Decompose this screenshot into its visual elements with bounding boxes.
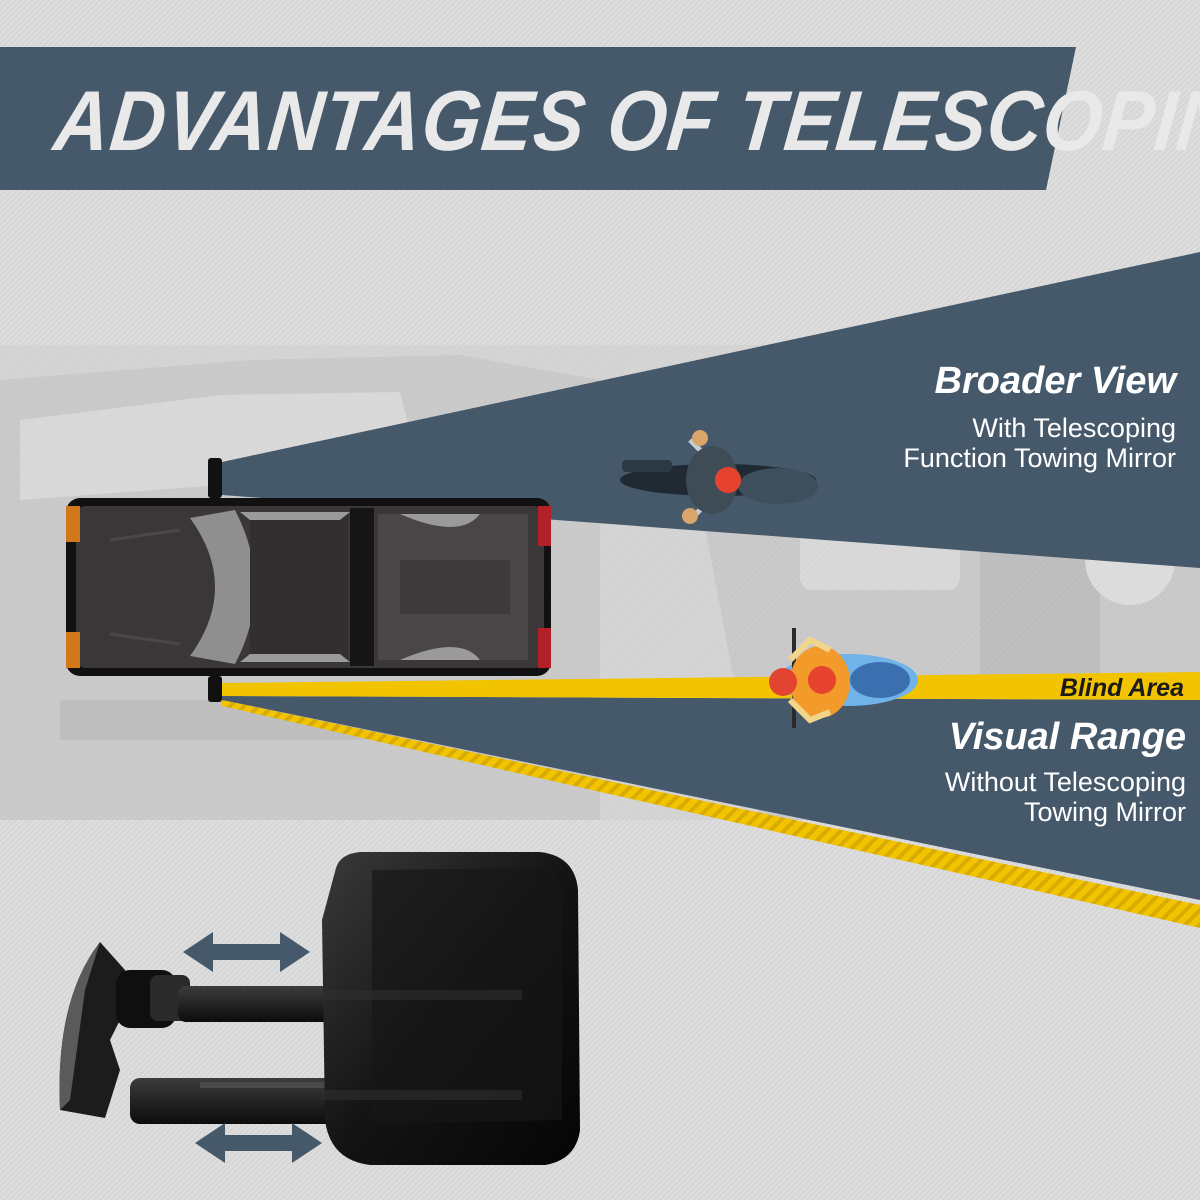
visual-range-line2: Towing Mirror [1023, 797, 1186, 827]
broader-view-line2: Function Towing Mirror [903, 443, 1176, 473]
blind-area-strip [222, 672, 1200, 700]
visual-range-block: Visual Range Without Telescoping Towing … [945, 716, 1186, 827]
broader-view-line1: With Telescoping [972, 413, 1176, 443]
towing-mirror-icon [59, 852, 580, 1165]
visual-range-line1: Without Telescoping [944, 767, 1186, 797]
broader-view-block: Broader View With Telescoping Function T… [903, 360, 1176, 473]
visual-range-heading: Visual Range [948, 716, 1186, 758]
page-title: ADVANTAGES OF TELESCOPING [50, 73, 1200, 170]
visual-range-edge [222, 700, 1200, 928]
scooter-rider-icon [769, 628, 918, 728]
title-banner [0, 47, 1076, 190]
double-arrow-icon [183, 932, 322, 1163]
motorcycle-rider-icon [620, 430, 818, 524]
blind-area-label: Blind Area [1059, 674, 1184, 702]
visual-range-cone [222, 696, 1200, 900]
pickup-truck-icon [66, 458, 551, 702]
broader-view-cone [222, 252, 1200, 568]
broader-view-heading: Broader View [934, 360, 1176, 402]
